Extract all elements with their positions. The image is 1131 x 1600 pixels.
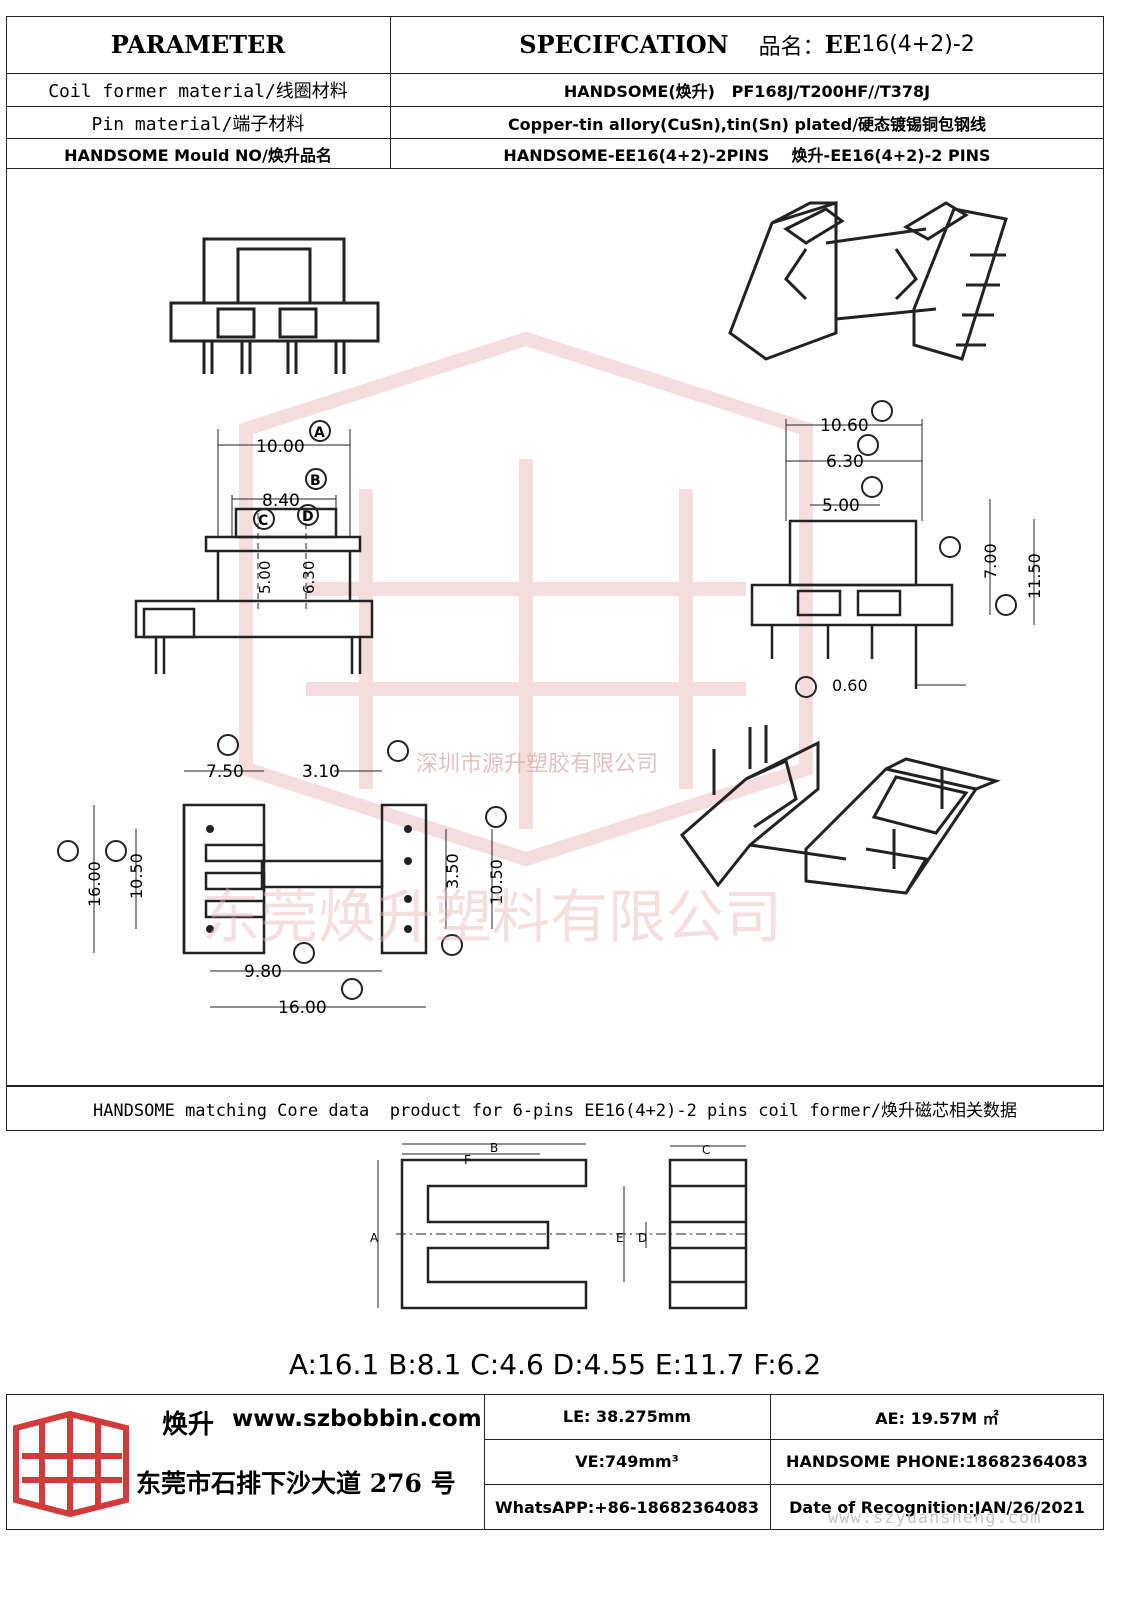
footer-date: Date of Recognition:JAN/26/2021 <box>789 1497 1085 1517</box>
dim-i-value: 5.00 <box>822 496 860 516</box>
mould-no-value: HANDSOME-EE16(4+2)-2PINS 焕升-EE16(4+2)-2 … <box>503 146 991 165</box>
table-line <box>6 73 1104 74</box>
footer-website[interactable]: www.szbobbin.com <box>232 1406 482 1432</box>
footer-table <box>6 1394 1104 1530</box>
dim-t-value: 10.50 <box>127 853 146 899</box>
callouts-right <box>795 400 1017 698</box>
product-name-prefix: EE <box>824 30 862 59</box>
table-line <box>484 1394 485 1530</box>
dim-a-value: 10.00 <box>256 437 305 457</box>
watermark-company-mid: 东莞焕升塑料有限公司 <box>202 883 782 951</box>
dim-s-value: 16.00 <box>85 861 104 907</box>
dim-h-value: 6.30 <box>826 452 864 472</box>
core-label-f: F <box>464 1153 471 1167</box>
pin-material-value: Copper-tin allory(CuSn),tin(Sn) plated/硬… <box>507 114 987 134</box>
product-name-value: 16(4+2)-2 <box>861 32 975 57</box>
dimension-lines-plan <box>93 770 493 1008</box>
plan-view <box>182 803 428 955</box>
footer-phone: HANDSOME PHONE:18682364083 <box>786 1452 1088 1471</box>
watermark-url: www.szyuansheng.com <box>828 1508 1042 1528</box>
table-line <box>6 138 1104 139</box>
callouts-plan <box>57 734 507 1000</box>
footer-ae: AE: 19.57M ㎡ <box>875 1408 999 1428</box>
footer-address: 东莞市石排下沙大道 276 号 <box>136 1469 456 1498</box>
callout-c: C <box>258 513 268 529</box>
footer-whatsapp: WhatsAPP:+86-18682364083 <box>494 1497 759 1517</box>
product-name-label: 品名： <box>758 34 825 60</box>
specification-heading: SPECIFCATION 品名： EE 16(4+2)-2 <box>390 16 1104 73</box>
dim-d-value: 6.30 <box>300 561 318 594</box>
dim-k-value: 11.50 <box>1025 553 1044 599</box>
core-label-c: C <box>702 1143 710 1157</box>
callout-b: B <box>310 473 321 489</box>
table-line <box>484 1439 1104 1440</box>
footer-ve: VE:749mm³ <box>575 1452 679 1471</box>
watermark-logo <box>239 331 813 867</box>
coil-material-value: HANDSOME(焕升) PF168J/T200HF//T378J <box>563 82 931 101</box>
mould-no-label: HANDSOME Mould NO/焕升品名 <box>64 146 332 165</box>
dim-o-value: 10.50 <box>487 859 506 905</box>
core-label-e: E <box>616 1231 624 1245</box>
core-label-d: D <box>638 1231 647 1245</box>
dimension-lines-right <box>785 419 1035 686</box>
dim-p-value: 3.50 <box>443 853 462 889</box>
pin-material-label: Pin material/端子材料 <box>91 113 305 135</box>
company-logo <box>13 1410 129 1518</box>
watermark-company-top: 深圳市源升塑胶有限公司 <box>416 752 658 777</box>
table-line <box>770 1394 771 1530</box>
side-view-left <box>134 429 374 674</box>
dim-m-value: 3.10 <box>302 762 340 782</box>
drawing-frame <box>6 169 1104 1086</box>
core-data-title: HANDSOME matching Core data product for … <box>92 1101 1018 1121</box>
callout-d: D <box>302 509 314 525</box>
table-line <box>390 16 391 169</box>
plan-pins <box>206 825 412 933</box>
table-line <box>6 106 1104 107</box>
dim-g-value: 10.60 <box>820 416 869 436</box>
coil-material-label: Coil former material/线圈材料 <box>48 81 348 102</box>
isometric-view-top <box>728 200 1008 361</box>
front-view-right <box>750 519 954 689</box>
dim-n-value: 7.50 <box>206 762 244 782</box>
footer-le: LE: 38.275mm <box>562 1407 692 1426</box>
callouts-left <box>253 420 331 530</box>
dim-q-value: 9.80 <box>244 962 282 982</box>
core-values: A:16.1 B:8.1 C:4.6 D:4.55 E:11.7 F:6.2 <box>288 1347 822 1381</box>
parameter-heading: PARAMETER <box>110 30 286 59</box>
core-label-b: B <box>490 1141 498 1155</box>
callout-a: A <box>314 425 325 441</box>
core-drawing: B F C A E D <box>370 1141 750 1310</box>
core-label-a: A <box>370 1231 379 1245</box>
dim-r-value: 16.00 <box>278 998 327 1018</box>
technical-drawing: 10.00 8.40 5.00 6.30 A B C D 10.60 6.30 … <box>57 200 1044 1018</box>
dimension-lines-left <box>218 444 350 500</box>
dim-b-value: 8.40 <box>262 491 300 511</box>
footer-brand: 焕升 <box>162 1410 215 1440</box>
dim-c-value: 5.00 <box>256 561 274 594</box>
dim-l-value: 0.60 <box>832 676 868 695</box>
front-view <box>169 237 380 374</box>
specification-label: SPECIFCATION <box>519 30 729 59</box>
isometric-view-bottom <box>679 725 1001 895</box>
table-line <box>484 1484 1104 1485</box>
dim-j-value: 7.00 <box>981 543 1000 579</box>
spec-header-table <box>6 16 1104 169</box>
core-data-title-box <box>6 1086 1104 1131</box>
